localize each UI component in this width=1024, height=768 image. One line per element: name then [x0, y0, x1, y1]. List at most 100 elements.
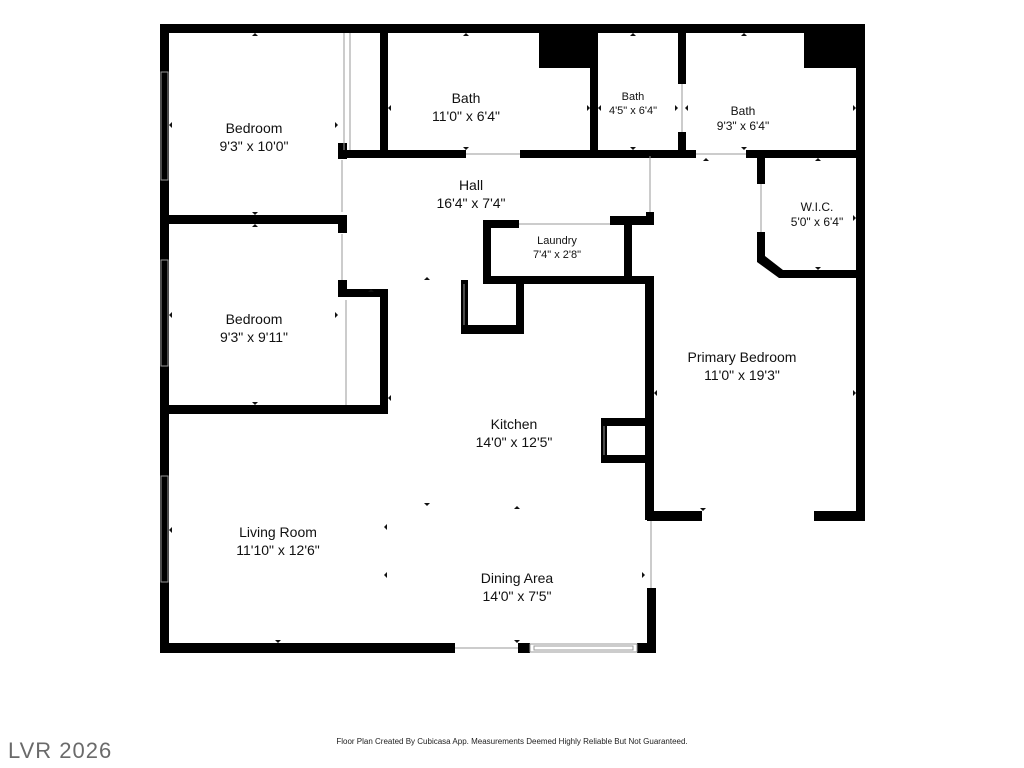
room-dimensions: 11'0" x 19'3" [704, 366, 780, 383]
wall-bed2-bottom [160, 405, 388, 414]
room-name: W.I.C. [800, 200, 834, 214]
wall-bath-row-bottom-a [338, 150, 466, 158]
room-dimensions: 11'10" x 12'6" [236, 541, 320, 558]
marker [252, 33, 258, 36]
marker [630, 147, 636, 150]
marker [741, 33, 747, 36]
marker [685, 105, 688, 111]
room-name: Bath [451, 90, 481, 106]
marker [853, 215, 856, 221]
room-name: Bedroom [225, 120, 283, 136]
wall-laundry-bottom [483, 276, 654, 284]
marker [463, 33, 469, 36]
room-laundry: Laundry 7'4" x 2'8" [533, 235, 581, 263]
wall-closet-right [516, 276, 524, 334]
marker [642, 572, 645, 578]
wall-bath2-right-low [678, 132, 686, 157]
marker [815, 158, 821, 161]
wall-wic-left-low [757, 232, 765, 262]
room-dimensions: 9'3" x 6'4" [716, 119, 770, 133]
wall-bath1-right [590, 24, 598, 157]
window-dining-inner [533, 645, 634, 651]
wall-wic-diagonal [757, 256, 856, 278]
room-dining: Dining Area 14'0" x 7'5" [481, 570, 553, 605]
wall-laundry-left [483, 220, 491, 282]
wall-wic-left [757, 152, 765, 184]
marker [424, 503, 430, 506]
room-bedroom-2: Bedroom 9'3" x 9'11" [220, 311, 288, 346]
marker [463, 147, 469, 150]
room-name: Dining Area [480, 570, 554, 586]
marker [384, 572, 387, 578]
marker [703, 158, 709, 161]
marker [514, 506, 520, 509]
marker [587, 105, 590, 111]
marker [335, 312, 338, 318]
room-dimensions: 4'5" x 6'4" [608, 104, 658, 117]
room-name: Kitchen [490, 416, 538, 432]
room-dimensions: 14'0" x 12'5" [475, 433, 553, 450]
wall-right [856, 24, 865, 521]
measurement-markers [169, 33, 856, 643]
marker [853, 390, 856, 396]
wall-primary-bottom-right [814, 511, 865, 521]
wall-bottom-right [637, 643, 656, 653]
room-dimensions: 5'0" x 6'4" [790, 215, 844, 229]
room-name: Living Room [239, 524, 317, 540]
wall-bottom-left [160, 643, 455, 653]
marker [275, 640, 281, 643]
room-dimensions: 9'3" x 9'11" [220, 328, 288, 345]
window-bedroom1 [160, 71, 169, 181]
wall-primary-bottom-left [647, 511, 702, 521]
wall-bed2-right [380, 289, 388, 413]
window-dining [529, 643, 638, 653]
wall-corner-bath3 [804, 24, 865, 68]
marker [815, 267, 821, 270]
marker [853, 105, 856, 111]
room-name: Hall [458, 177, 484, 193]
wall-bed1-right-low2 [338, 215, 347, 233]
wall-kitchen-stub-bottom [601, 455, 654, 463]
room-dimensions: 14'0" x 7'5" [482, 587, 552, 604]
room-wic: W.I.C. 5'0" x 6'4" [791, 200, 843, 230]
wall-bed1-bottom [160, 215, 346, 224]
wall-laundry-right [624, 220, 632, 282]
marker [384, 524, 387, 530]
marker [388, 105, 391, 111]
room-dimensions: 9'3" x 10'0" [219, 137, 289, 154]
marker [169, 527, 172, 533]
wall-left [160, 24, 169, 653]
wall-hall-right-low [646, 212, 654, 225]
marker [368, 289, 374, 292]
room-name: Laundry [537, 235, 577, 247]
marker [675, 105, 678, 111]
wall-top [160, 24, 865, 33]
walls [160, 24, 865, 653]
room-dimensions: 7'4" x 2'8" [532, 248, 582, 261]
marker [630, 33, 636, 36]
marker [169, 122, 172, 128]
window-bedroom2 [160, 259, 169, 367]
wall-closet-bottom [461, 325, 524, 334]
room-primary-bedroom: Primary Bedroom 11'0" x 19'3" [688, 349, 797, 384]
wall-bottom-mid [518, 643, 530, 653]
wall-bath-row-bottom-c [746, 150, 856, 158]
room-dimensions: 11'0" x 6'4" [432, 107, 500, 124]
marker [252, 224, 258, 227]
wall-bath1-left [380, 24, 388, 152]
watermark-text: LVR 2026 [8, 738, 113, 763]
marker [335, 122, 338, 128]
wall-bed2-top-right [338, 289, 388, 297]
windows-doors [160, 33, 762, 653]
footer-disclaimer: Floor Plan Created By Cubicasa App. Meas… [336, 737, 688, 746]
room-bath-3: Bath 9'3" x 6'4" [717, 104, 769, 134]
marker [424, 277, 430, 280]
room-bath-2: Bath 4'5" x 6'4" [609, 91, 657, 119]
wall-hall-right-stub [646, 150, 654, 156]
marker [700, 508, 706, 511]
wall-bath2-right-top [678, 24, 686, 84]
marker [388, 395, 391, 401]
marker [252, 212, 258, 215]
room-dimensions: 16'4" x 7'4" [436, 194, 506, 211]
